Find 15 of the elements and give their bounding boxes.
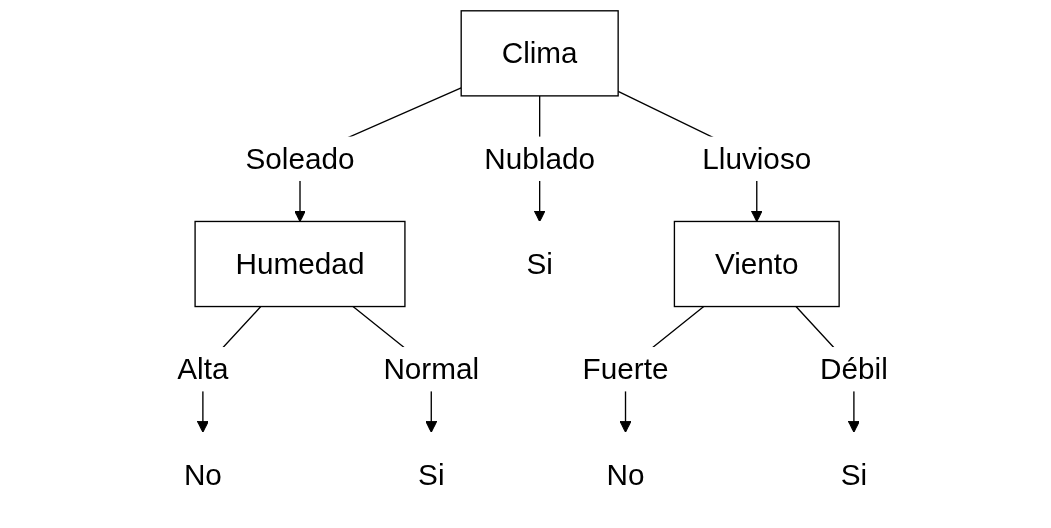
edge-label: Nublado	[484, 141, 595, 176]
node-box: Viento	[673, 220, 840, 308]
node-box: Humedad	[194, 220, 406, 308]
node-box: Clima	[460, 10, 619, 97]
edge-label: Fuerte	[582, 352, 669, 387]
node-text: Si	[418, 457, 445, 492]
node-text: Si	[840, 457, 868, 492]
node-text: No	[606, 457, 645, 492]
edge-label: Débil	[820, 352, 888, 387]
node-text: Si	[526, 247, 553, 281]
edge-label: Soleado	[245, 141, 355, 176]
node-text: No	[183, 457, 222, 492]
edge-label: Alta	[177, 352, 229, 387]
edge-label: Lluvioso	[702, 141, 812, 176]
edge-label: Normal	[383, 352, 480, 387]
